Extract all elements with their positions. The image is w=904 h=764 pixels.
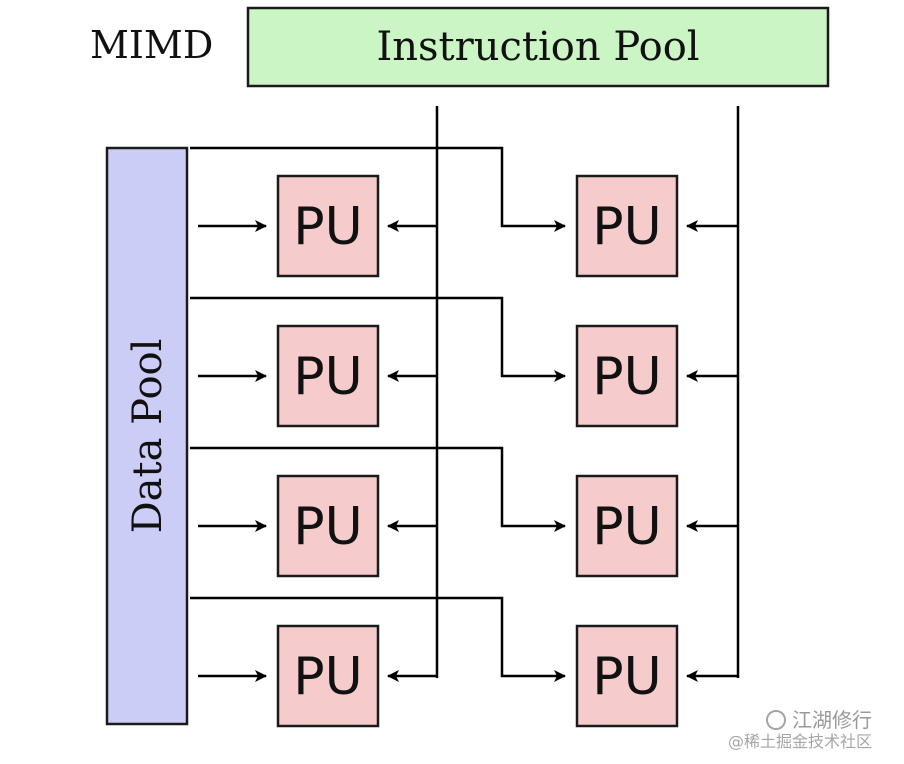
data-line-col2 (190, 446, 566, 532)
pu-box: PU (276, 624, 380, 728)
pu-box: PU (276, 474, 380, 578)
pu-label: PU (592, 647, 661, 707)
pu-box: PU (276, 324, 380, 428)
pu-label: PU (592, 197, 661, 257)
instruction-pool: Instruction Pool (246, 6, 830, 88)
instruction-pool-label: Instruction Pool (376, 24, 699, 70)
pu-box: PU (575, 174, 679, 278)
pu-box: PU (276, 174, 380, 278)
pu-box: PU (575, 324, 679, 428)
pu-grid: PU PU PU PU PU PU PU PU (190, 146, 738, 728)
data-line-col2 (190, 596, 566, 682)
pu-label: PU (293, 197, 362, 257)
pu-box: PU (575, 624, 679, 728)
watermark-line-1: 江湖修行 (792, 708, 872, 732)
pu-label: PU (592, 347, 661, 407)
data-pool-label: Data Pool (125, 339, 171, 534)
diagram-title: MIMD (90, 23, 213, 67)
watermark: 江湖修行 @稀土掘金技术社区 (728, 708, 872, 751)
pu-label: PU (293, 647, 362, 707)
pu-label: PU (592, 497, 661, 557)
data-line-col2 (190, 146, 566, 232)
data-line-col2 (190, 296, 566, 382)
data-pool: Data Pool (105, 146, 189, 726)
watermark-icon (766, 710, 786, 730)
pu-label: PU (293, 347, 362, 407)
pu-box: PU (575, 474, 679, 578)
watermark-line-2: @稀土掘金技术社区 (728, 732, 872, 751)
pu-label: PU (293, 497, 362, 557)
